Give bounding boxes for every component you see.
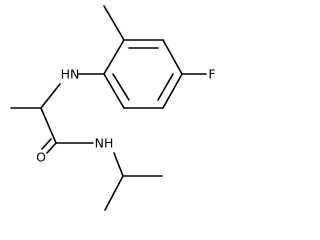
benzene-ring — [103, 39, 183, 109]
nh-to-alpha-carbon-bond — [40, 83, 61, 109]
carbonyl-double-bond-1 — [46, 142, 57, 154]
atom-label-hn: HN — [61, 67, 80, 82]
amide-n-to-isopropyl-bond — [113, 152, 124, 177]
ring-methyl-bond — [103, 5, 125, 41]
carbonyl-double-bond-2 — [41, 138, 52, 150]
ring-bond-4 — [162, 73, 183, 109]
atom-label-nh: NH — [95, 136, 114, 151]
chemical-structure-diagram: HN F NH O — [10, 5, 216, 211]
ring-bond-3 — [162, 39, 183, 75]
ring-double-bond-inner-2 — [157, 73, 174, 101]
ring-bond-6 — [103, 73, 125, 109]
atom-label-oxygen: O — [36, 150, 46, 165]
ring-double-bond-inner-3 — [112, 73, 130, 101]
isopropyl-methyl-left-bond — [104, 175, 124, 211]
atom-label-fluorine: F — [208, 67, 215, 82]
alpha-to-carbonyl-bond — [40, 107, 57, 144]
ring-bond-1 — [103, 39, 125, 75]
